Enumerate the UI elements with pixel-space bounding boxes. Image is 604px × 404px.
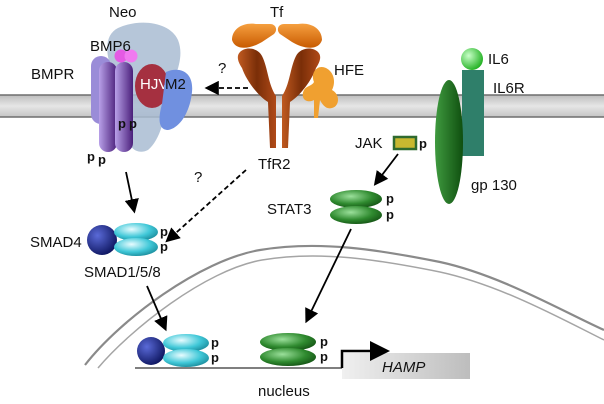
transferrin-left	[232, 23, 277, 48]
bmpr-phospho-4: p	[98, 152, 106, 167]
il6r-label: IL6R	[493, 80, 525, 97]
transcription-arrow	[340, 341, 390, 368]
nuclear-stat3-phospho-2: p	[320, 349, 328, 364]
nucleus-envelope	[84, 244, 604, 366]
hjv-protein	[135, 64, 169, 108]
stat3-dimer-bottom	[330, 206, 382, 224]
bmp6-ligand-b	[124, 49, 138, 63]
jak-to-stat3-arrow	[373, 153, 399, 186]
stat3-phospho-2: p	[386, 207, 394, 222]
gp130-receptor	[435, 80, 463, 204]
smad-phospho-2: p	[160, 239, 168, 254]
stat3-label: STAT3	[267, 201, 311, 218]
smad-phospho-1: p	[160, 224, 168, 239]
bmpr-receptor-1	[99, 62, 117, 152]
matriptase-2	[159, 69, 193, 130]
hfe-protein	[302, 66, 338, 118]
hfe-label: HFE	[334, 62, 364, 79]
nuclear-smad-phospho-1: p	[211, 335, 219, 350]
bmpr-receptor-2	[115, 62, 133, 152]
smad4-protein	[87, 225, 117, 255]
bmpr-phospho-3: p	[87, 149, 95, 164]
hamp-label: HAMP	[382, 359, 425, 376]
smad158-dimer-bottom	[114, 238, 158, 256]
bmpr-label: BMPR	[31, 66, 75, 83]
hamp-gene	[342, 353, 470, 379]
m2-label: M2	[165, 76, 186, 93]
stat3-dimer-top	[330, 190, 382, 208]
jak-phospho: p	[419, 136, 427, 151]
bmpr-phospho-1: p	[118, 116, 126, 131]
smad4-label: SMAD4	[30, 234, 82, 251]
nucleus-label: nucleus	[258, 383, 310, 400]
nuclear-smad4	[137, 337, 165, 365]
transferrin-right	[277, 23, 322, 48]
question-mark-top: ?	[218, 60, 226, 77]
question-mark-mid: ?	[194, 169, 202, 186]
hjv-label: HJV	[140, 76, 168, 93]
tf-label: Tf	[270, 4, 284, 21]
bmp6-ligand-a	[114, 49, 128, 63]
cell-membrane	[0, 95, 604, 117]
nuclear-smad-top	[163, 334, 209, 352]
nuclear-smad-phospho-2: p	[211, 350, 219, 365]
bmpr-to-smad-arrow	[124, 171, 139, 214]
nuclear-smad-bottom	[163, 349, 209, 367]
bmp6-label: BMP6	[90, 38, 131, 55]
smad158-label: SMAD1/5/8	[84, 264, 161, 281]
jak-label: JAK	[355, 135, 383, 152]
tfr2-to-smad-arrow	[165, 169, 247, 243]
stat3-phospho-1: p	[386, 191, 394, 206]
tfr2-label: TfR2	[258, 156, 291, 173]
nuclear-stat3-bottom	[260, 348, 316, 366]
tfr2-receptor-b	[282, 48, 321, 148]
jak-kinase	[392, 135, 418, 151]
nuclear-stat3-phospho-1: p	[320, 334, 328, 349]
stat3-to-nucleus-arrow	[305, 228, 352, 324]
gp130-label: gp 130	[471, 177, 517, 194]
smad158-dimer-top	[114, 223, 158, 241]
smad-to-nucleus-arrow	[146, 285, 168, 332]
il6-ligand	[461, 48, 483, 70]
nuclear-stat3-top	[260, 333, 316, 351]
neo-label: Neo	[109, 4, 137, 21]
nucleus-envelope-inner	[97, 255, 604, 369]
tfr2-receptor	[237, 48, 276, 148]
bmpr-phospho-2: p	[129, 116, 137, 131]
il6-label: IL6	[488, 51, 509, 68]
il6-receptor	[462, 70, 484, 156]
